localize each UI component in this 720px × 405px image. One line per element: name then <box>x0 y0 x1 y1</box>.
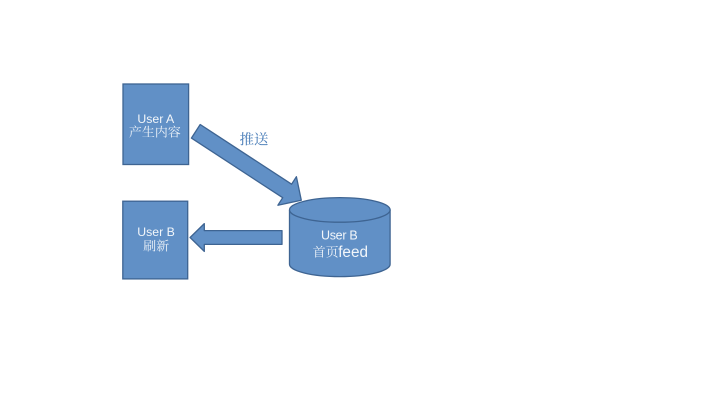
svg-text:feed: feed <box>338 244 368 261</box>
svg-text:User B: User B <box>137 225 175 239</box>
svg-text:User A: User A <box>137 112 175 126</box>
svg-text:User B: User B <box>321 229 357 243</box>
